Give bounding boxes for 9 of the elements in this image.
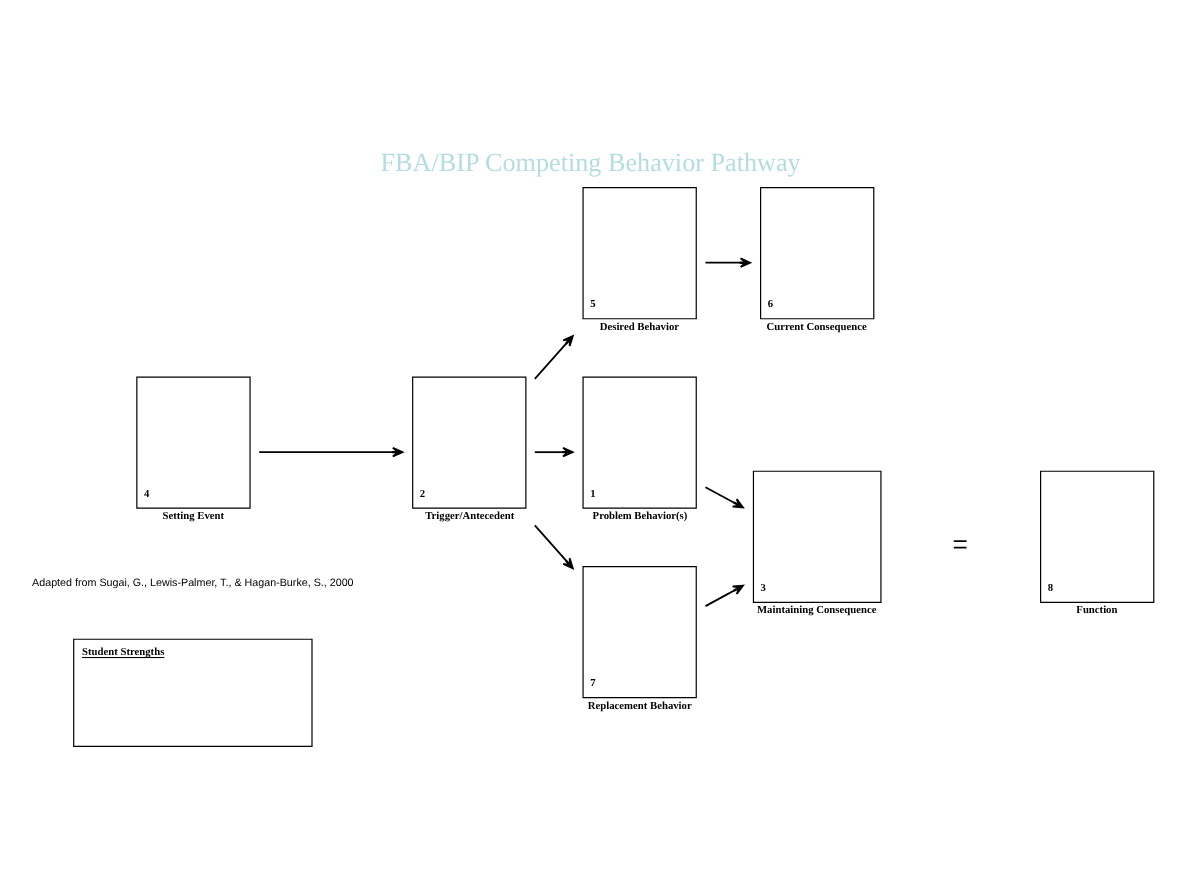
- label: =: [952, 527, 968, 558]
- arrow: [533, 446, 574, 457]
- diagram-title: FBA/BIP Competing Behavior Pathway: [380, 145, 801, 176]
- arrow: [533, 334, 574, 379]
- arrow: [704, 485, 744, 508]
- arrow: [704, 256, 752, 267]
- arrow: [704, 583, 744, 606]
- arrow: [258, 446, 404, 457]
- arrow: [533, 523, 574, 569]
